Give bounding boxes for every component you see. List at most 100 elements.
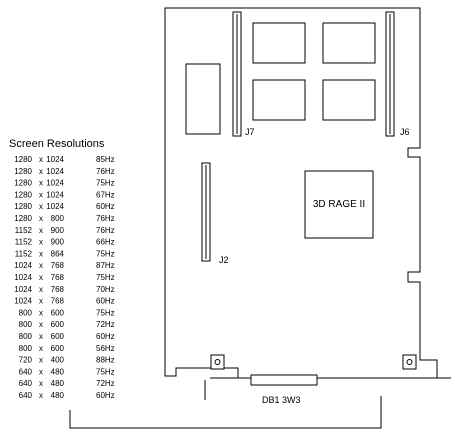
resolution-height: 1024: [46, 202, 64, 211]
resolution-refresh: 75Hz: [96, 308, 115, 317]
resolution-width: 1280: [14, 202, 32, 211]
j7-label: J7: [245, 127, 255, 137]
resolution-row: 720 x 400 88Hz: [19, 356, 115, 365]
resolution-height: 1024: [46, 190, 64, 199]
resolution-refresh: 60Hz: [96, 202, 115, 211]
memory-chip-3: [252, 79, 306, 121]
resolution-width: 1152: [15, 226, 33, 235]
resolution-separator: x: [39, 226, 43, 235]
resolution-height: 480: [51, 379, 65, 388]
resolution-separator: x: [39, 308, 43, 317]
memory-chip-2: [322, 22, 376, 64]
resolution-separator: x: [39, 261, 43, 270]
bios-chip: [185, 63, 221, 135]
resolution-refresh: 67Hz: [96, 190, 115, 199]
resolution-width: 800: [19, 320, 33, 329]
resolution-row: 1024 x 768 87Hz: [14, 261, 114, 270]
resolution-width: 1280: [14, 190, 32, 199]
resolution-height: 1024: [46, 155, 64, 164]
memory-chip-4: [322, 79, 376, 121]
resolution-separator: x: [39, 155, 43, 164]
resolution-height: 768: [51, 273, 65, 282]
resolution-refresh: 87Hz: [96, 261, 115, 270]
resolution-width: 1280: [14, 179, 32, 188]
resolution-refresh: 75Hz: [96, 249, 115, 258]
resolution-width: 1024: [14, 297, 32, 306]
resolution-height: 400: [51, 356, 65, 365]
resolution-height: 768: [51, 297, 65, 306]
resolution-width: 800: [19, 332, 33, 341]
resolution-height: 1024: [46, 179, 64, 188]
resolution-height: 900: [51, 238, 65, 247]
mount-hole-right: [402, 354, 417, 370]
rage-chip-label: 3D RAGE II: [313, 199, 365, 210]
resolution-refresh: 75Hz: [96, 367, 115, 376]
resolutions-title: Screen Resolutions: [9, 138, 105, 150]
resolution-height: 600: [51, 344, 65, 353]
resolution-refresh: 88Hz: [96, 356, 115, 365]
resolution-separator: x: [39, 179, 43, 188]
resolution-separator: x: [39, 320, 43, 329]
resolution-separator: x: [39, 356, 43, 365]
resolution-width: 1152: [15, 238, 33, 247]
resolution-refresh: 75Hz: [96, 273, 115, 282]
resolution-separator: x: [39, 202, 43, 211]
resolution-height: 480: [51, 391, 65, 400]
resolution-row: 1152 x 900 66Hz: [15, 238, 115, 247]
resolution-width: 640: [19, 391, 33, 400]
resolution-row: 1024 x 768 60Hz: [14, 297, 114, 306]
memory-chip-1: [252, 22, 306, 64]
resolution-refresh: 60Hz: [96, 332, 115, 341]
resolution-height: 800: [51, 214, 65, 223]
resolution-separator: x: [39, 297, 43, 306]
resolution-height: 900: [51, 226, 65, 235]
resolution-width: 1280: [14, 167, 32, 176]
resolution-width: 1024: [14, 285, 32, 294]
resolution-separator: x: [39, 190, 43, 199]
mount-hole-left-dot: [214, 359, 221, 365]
resolution-separator: x: [39, 344, 43, 353]
resolution-separator: x: [39, 273, 43, 282]
resolution-separator: x: [39, 214, 43, 223]
resolution-width: 1152: [15, 249, 33, 258]
rage-chip: [304, 170, 374, 239]
resolution-height: 600: [51, 308, 65, 317]
resolution-separator: x: [39, 367, 43, 376]
resolution-height: 768: [51, 261, 65, 270]
resolution-refresh: 85Hz: [96, 155, 115, 164]
j6-label: J6: [400, 127, 410, 137]
resolution-width: 1024: [14, 261, 32, 270]
resolution-width: 720: [19, 356, 33, 365]
resolution-width: 640: [19, 379, 33, 388]
resolution-separator: x: [39, 238, 43, 247]
resolution-refresh: 76Hz: [96, 167, 115, 176]
resolution-row: 1152 x 864 75Hz: [15, 249, 115, 258]
resolution-height: 600: [51, 320, 65, 329]
callout-bracket: [69, 396, 382, 429]
resolution-refresh: 60Hz: [96, 297, 115, 306]
resolution-separator: x: [39, 249, 43, 258]
resolution-height: 768: [51, 285, 65, 294]
resolution-refresh: 66Hz: [96, 238, 115, 247]
resolution-separator: x: [39, 332, 43, 341]
resolution-refresh: 76Hz: [96, 214, 115, 223]
resolution-refresh: 56Hz: [96, 344, 115, 353]
resolution-refresh: 72Hz: [96, 320, 115, 329]
resolution-width: 1280: [14, 214, 32, 223]
connector-label: DB1 3W3: [262, 395, 301, 405]
resolution-width: 640: [19, 367, 33, 376]
resolution-refresh: 75Hz: [96, 179, 115, 188]
resolution-height: 864: [51, 249, 65, 258]
